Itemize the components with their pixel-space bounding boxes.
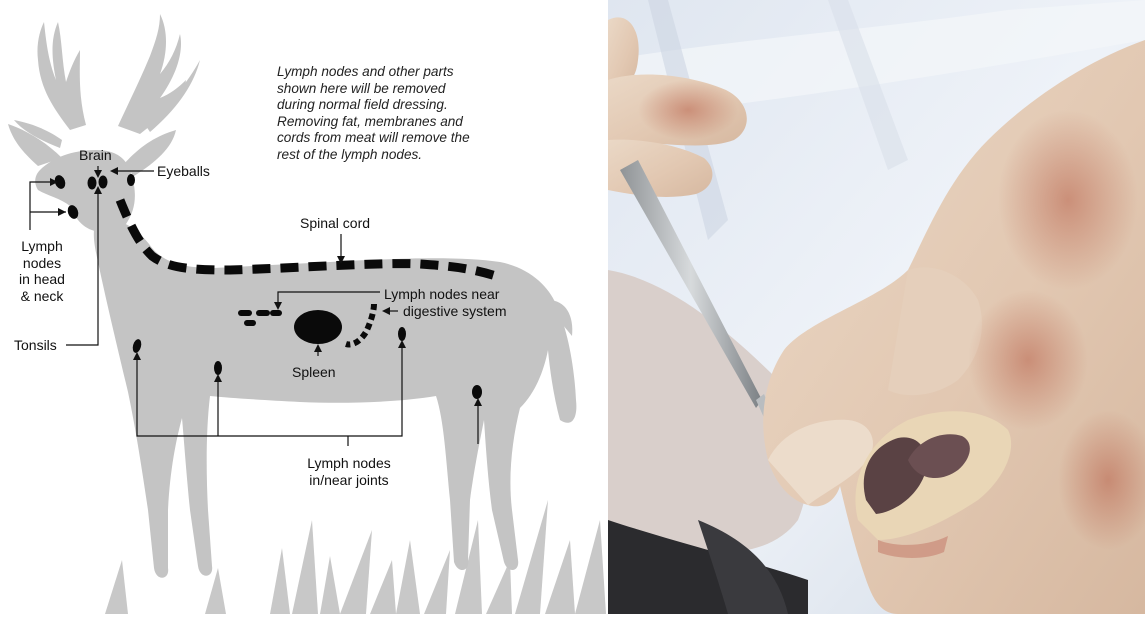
label-brain: Brain xyxy=(79,147,112,163)
caption-line: cords from meat will remove the xyxy=(277,130,547,147)
label-tonsils: Tonsils xyxy=(14,337,57,353)
deer-diagram: Lymph nodes and other parts shown here w… xyxy=(0,0,608,614)
caption: Lymph nodes and other parts shown here w… xyxy=(277,64,547,163)
label-joints: Lymph nodes in/near joints xyxy=(290,455,408,489)
label-line: in/near joints xyxy=(290,472,408,489)
label-line: digestive system xyxy=(384,303,506,320)
label-eyeballs: Eyeballs xyxy=(157,163,210,179)
label-line: Lymph nodes xyxy=(290,455,408,472)
field-dressing-photo xyxy=(608,0,1145,614)
gloved-hand-scalpel-image xyxy=(608,0,1145,614)
label-digestive: Lymph nodes near digestive system xyxy=(384,286,506,320)
label-line: Lymph nodes near xyxy=(384,286,506,303)
label-line: in head xyxy=(12,271,72,288)
caption-line: shown here will be removed xyxy=(277,81,547,98)
label-line: nodes xyxy=(12,255,72,272)
caption-line: during normal field dressing. xyxy=(277,97,547,114)
label-line: Lymph xyxy=(12,238,72,255)
caption-line: Removing fat, membranes and xyxy=(277,114,547,131)
spleen-shape xyxy=(294,310,342,344)
label-head-neck: Lymph nodes in head & neck xyxy=(12,238,72,304)
label-line: & neck xyxy=(12,288,72,305)
caption-line: Lymph nodes and other parts xyxy=(277,64,547,81)
caption-line: rest of the lymph nodes. xyxy=(277,147,547,164)
grass-silhouette xyxy=(105,500,606,614)
label-spleen: Spleen xyxy=(292,364,336,380)
label-spinal-cord: Spinal cord xyxy=(300,215,370,231)
